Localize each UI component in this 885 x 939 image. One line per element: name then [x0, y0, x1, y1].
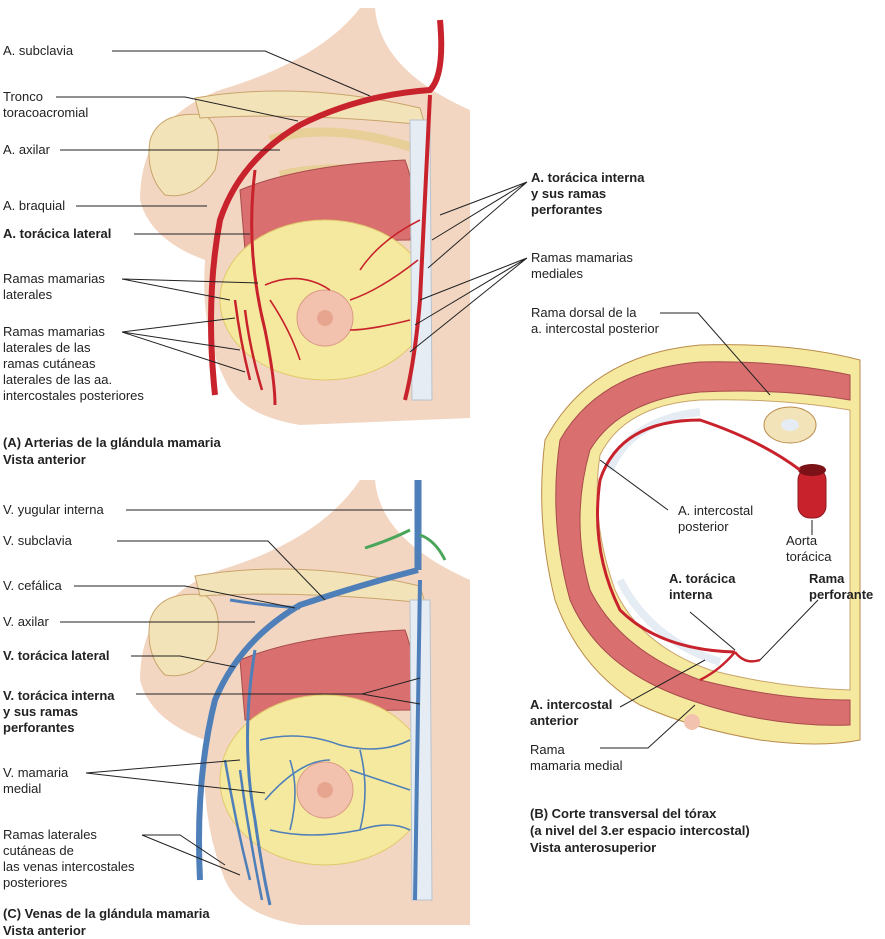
- sternum-c: [409, 599, 433, 901]
- vein-network-c: [259, 735, 411, 836]
- label-rama-perforante: Rama perforante: [809, 571, 874, 602]
- thorax-wall-muscle: [555, 361, 851, 726]
- label-ramas-mamarias-laterales: Ramas mamarias laterales: [3, 271, 105, 302]
- leader-lines: [56, 50, 819, 876]
- label-a-toracica-interna: A. torácica interna y sus ramas perforan…: [531, 170, 645, 217]
- artery-lateral-thoracic-a: [250, 169, 277, 406]
- nipple-a: [317, 310, 333, 326]
- label-b-toracica-interna: A. torácica interna: [669, 571, 736, 602]
- caption-panel-b: (B) Corte transversal del tórax (a nivel…: [530, 806, 750, 855]
- spinal-cord: [781, 419, 799, 431]
- shoulder-bone-c: [148, 593, 219, 677]
- aorta-lumen: [798, 464, 826, 476]
- label-v-toracica-interna: V. torácica interna y sus ramas perforan…: [3, 688, 115, 735]
- vein-lateral-thoracic-c: [246, 649, 272, 906]
- lymph-green-c: [364, 528, 447, 561]
- intercostal-artery-b: [596, 418, 801, 654]
- label-rama-dorsal: Rama dorsal de la a. intercostal posteri…: [531, 305, 659, 336]
- label-rama-mamaria-medial: Rama mamaria medial: [530, 742, 623, 773]
- label-a-braquial: A. braquial: [3, 198, 66, 213]
- caption-panel-a: (A) Arterias de la glándula mamaria Vist…: [3, 435, 221, 467]
- shoulder-bone-a: [148, 113, 219, 197]
- label-a-toracica-lateral: A. torácica lateral: [3, 226, 112, 241]
- vein-internal-thoracic-c: [413, 579, 422, 901]
- label-v-axilar: V. axilar: [3, 614, 49, 629]
- vein-main-c: [196, 567, 419, 881]
- label-aorta-toracica: Aorta torácica: [786, 533, 832, 564]
- label-a-subclavia: A. subclavia: [3, 43, 74, 58]
- panel-b-drawing: [541, 344, 861, 745]
- artery-internal-thoracic-a: [403, 94, 432, 401]
- label-tronco-toracoacromial: Tronco toracoacromial: [3, 89, 89, 120]
- label-v-subclavia: V. subclavia: [3, 533, 72, 548]
- label-a-intercostal-posterior: A. intercostal posterior: [678, 503, 754, 534]
- panel-a-drawing: [140, 8, 470, 425]
- label-v-cefalica: V. cefálica: [3, 578, 62, 593]
- label-a-axilar: A. axilar: [3, 142, 50, 157]
- nipple-c: [317, 782, 333, 798]
- label-v-yugular-interna: V. yugular interna: [3, 502, 104, 517]
- label-ramas-laterales-cutaneas: Ramas laterales cutáneas de las venas in…: [3, 827, 135, 890]
- caption-panel-c: (C) Venas de la glándula mamaria Vista a…: [3, 906, 210, 938]
- breast-nipple-b: [684, 714, 700, 730]
- thoracic-cavity: [596, 399, 851, 691]
- artery-main-a: [208, 19, 445, 396]
- perforating-artery-b: [699, 651, 761, 682]
- panel-c-drawing: [140, 480, 470, 925]
- vein-lateral-cutaneous-c: [223, 759, 264, 901]
- label-a-intercostal-anterior: A. intercostal anterior: [530, 697, 613, 728]
- label-ramas-mamarias-mediales: Ramas mamarias mediales: [531, 250, 633, 281]
- label-ramas-cutaneas-laterales: Ramas mamarias laterales de las ramas cu…: [3, 324, 144, 403]
- lateral-cutaneous-a: [233, 299, 264, 391]
- artery-branches-a: [264, 219, 421, 361]
- label-v-mamaria-medial: V. mamaria medial: [3, 765, 69, 796]
- label-v-toracica-lateral: V. torácica lateral: [3, 648, 110, 663]
